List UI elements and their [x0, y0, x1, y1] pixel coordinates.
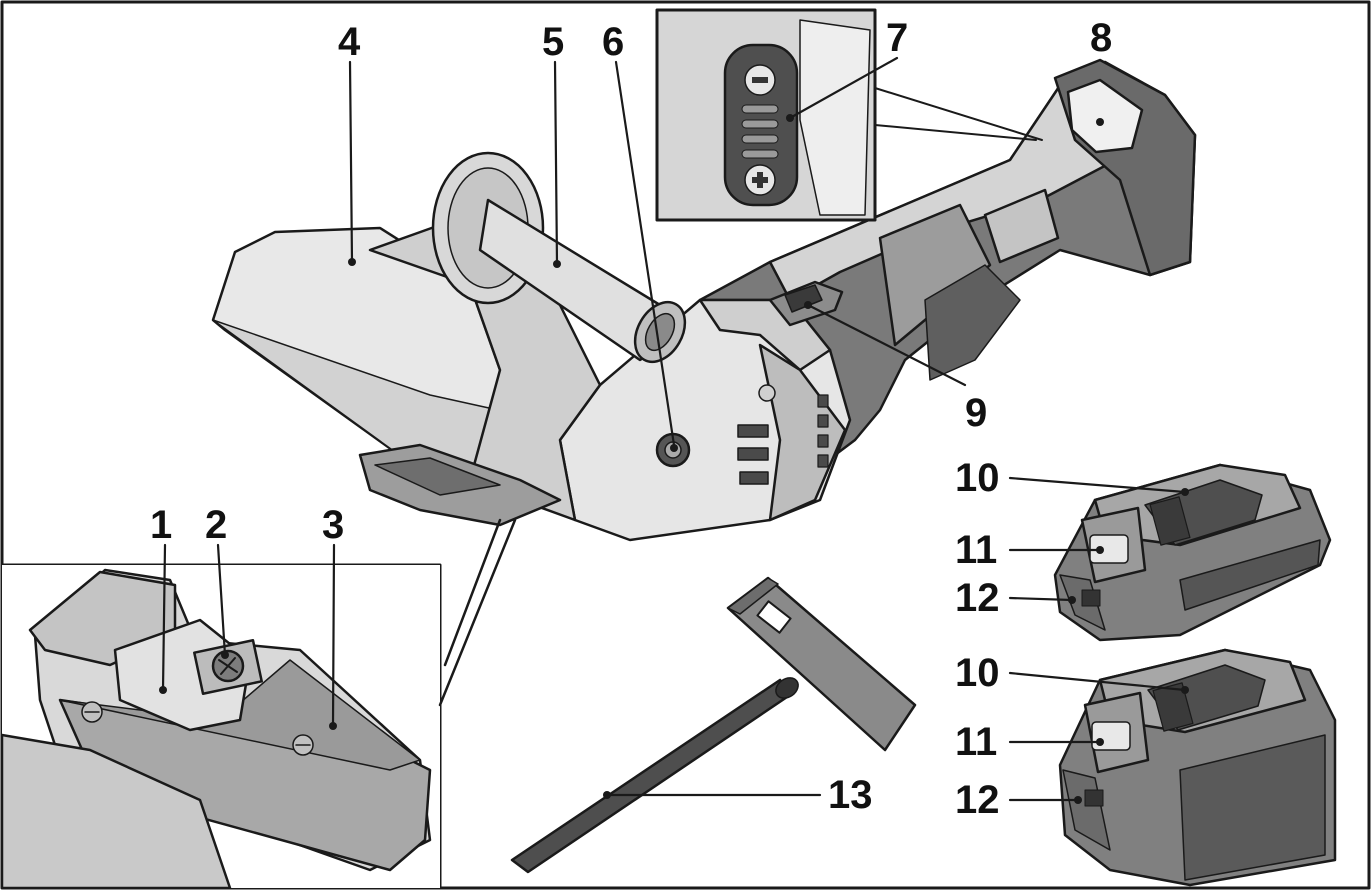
battery-small: [1053, 463, 1332, 642]
label-12-large-battery: 12: [955, 778, 1000, 822]
label-8: 8: [1090, 16, 1113, 60]
leader-2: [216, 543, 227, 657]
leader-5: [553, 60, 559, 266]
speed-dial-inset: [655, 8, 1043, 222]
leader-3: [331, 543, 336, 728]
label-9: 9: [965, 391, 988, 435]
label-6: 6: [602, 20, 625, 64]
label-12-small-battery: 12: [955, 576, 1000, 620]
label-10-large-battery: 10: [955, 651, 1000, 695]
leader-10a: [1008, 476, 1187, 494]
grinder-head: [558, 298, 852, 542]
side-handle: [431, 151, 687, 364]
leader-1: [161, 543, 167, 692]
leader-6: [614, 60, 676, 447]
callout-dots: [159, 114, 1189, 804]
leader-lines: [161, 56, 1187, 802]
guard-detail-inset: [0, 518, 517, 890]
leader-12a: [1008, 596, 1074, 602]
leader-10b: [1008, 671, 1187, 692]
label-5: 5: [542, 20, 565, 64]
leader-9: [806, 303, 967, 387]
leader-7: [788, 56, 899, 120]
label-3: 3: [322, 503, 345, 547]
label-11-large-battery: 11: [955, 720, 998, 764]
label-2: 2: [205, 503, 228, 547]
label-1: 1: [150, 503, 173, 547]
label-10-small-battery: 10: [955, 456, 1000, 500]
leader-4: [348, 60, 354, 264]
battery-large: [1058, 648, 1337, 887]
label-13: 13: [828, 773, 873, 817]
t-wrench: [510, 576, 917, 874]
label-7: 7: [886, 16, 909, 60]
label-11-small-battery: 11: [955, 528, 998, 572]
label-4: 4: [338, 20, 361, 64]
protective-guard: [211, 223, 602, 527]
